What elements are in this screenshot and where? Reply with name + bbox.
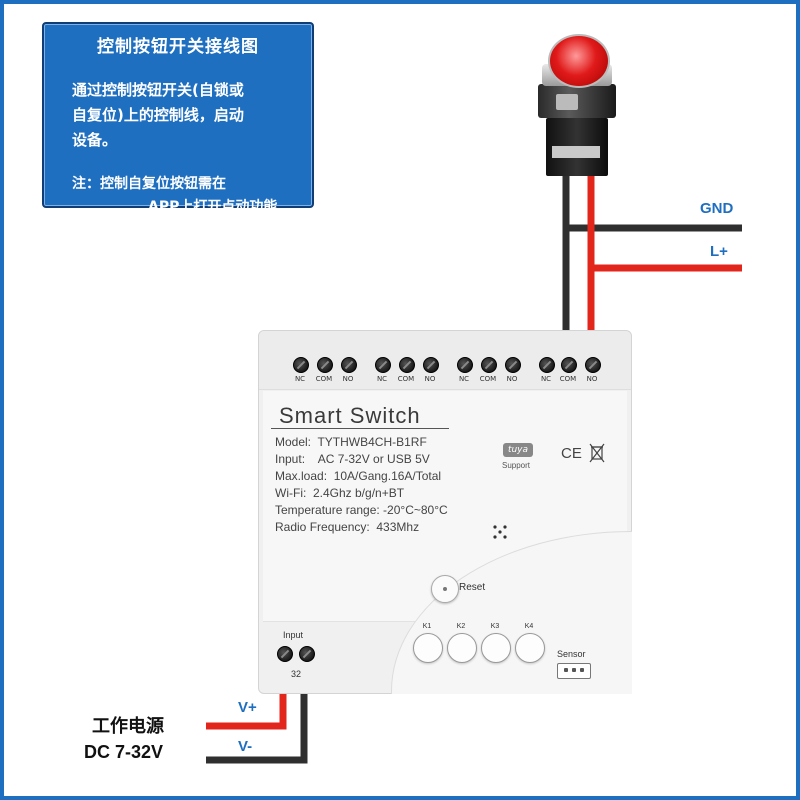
key-label: K3 (490, 623, 500, 630)
info-box-description: 通过控制按钮开关(自锁或 自复位)上的控制线，启动 设备。 (72, 78, 298, 153)
terminal-screw[interactable] (481, 357, 497, 373)
k1-button[interactable] (413, 633, 443, 663)
terminal-label: NO (424, 375, 436, 383)
tuya-logo: tuya (503, 443, 533, 457)
vminus-label: V- (238, 738, 253, 755)
power-supply-label: 工作电源 (92, 716, 164, 737)
terminal-label: NO (586, 375, 598, 383)
terminal-screw[interactable] (341, 357, 357, 373)
terminal-label: NO (342, 375, 354, 383)
terminal-screw[interactable] (317, 357, 333, 373)
reset-label: Reset (459, 582, 486, 593)
terminal-screw[interactable] (293, 357, 309, 373)
title-underline (271, 428, 449, 429)
input-screw-negative[interactable] (299, 646, 315, 662)
info-note-line-2: APP上打开点动功能 (148, 199, 278, 215)
lplus-label: L+ (710, 243, 728, 260)
info-desc-line-1: 通过控制按钮开关(自锁或 (72, 81, 244, 99)
terminal-label: NO (506, 375, 518, 383)
terminal-screw[interactable] (561, 357, 577, 373)
info-desc-line-2: 自复位)上的控制线，启动 (72, 106, 244, 124)
spec-model: Model: TYTHWB4CH-B1RF (275, 435, 427, 449)
smart-switch-device: NC COM NO NC COM NO NC COM NO NC COM NO … (258, 330, 632, 694)
spec-temperature: Temperature range: -20°C~80°C (275, 503, 448, 517)
terminal-screw[interactable] (457, 357, 473, 373)
sensor-port[interactable] (557, 663, 591, 679)
vplus-label: V+ (238, 699, 257, 716)
k2-button[interactable] (447, 633, 477, 663)
device-title: Smart Switch (279, 403, 421, 428)
contact-block-plate (552, 146, 600, 158)
ir-sensor-icon (493, 525, 507, 539)
input-label: Input (283, 630, 304, 640)
push-button-nut (556, 94, 578, 110)
terminal-label: COM (559, 375, 577, 383)
spec-radio-frequency: Radio Frequency: 433Mhz (275, 520, 420, 534)
input-voltage-label: 32 (291, 669, 302, 679)
wiring-info-box: 控制按钮开关接线图 通过控制按钮开关(自锁或 自复位)上的控制线，启动 设备。 … (42, 22, 314, 215)
terminal-screw[interactable] (539, 357, 555, 373)
key-label: K2 (456, 623, 466, 630)
terminal-label: COM (397, 375, 415, 383)
ce-mark: CE (561, 445, 582, 462)
terminal-label: NC (458, 375, 470, 383)
terminal-label: NC (540, 375, 552, 383)
terminal-screw[interactable] (375, 357, 391, 373)
input-screw-positive[interactable] (277, 646, 293, 662)
terminal-screw[interactable] (399, 357, 415, 373)
tuya-support-label: Support (502, 461, 531, 470)
push-button-contact-block (546, 118, 608, 176)
info-note-line-1: 注：控制自复位按钮需在 (72, 176, 226, 192)
key-label: K4 (524, 623, 534, 630)
power-voltage-label: DC 7-32V (84, 742, 164, 762)
k3-button[interactable] (481, 633, 511, 663)
terminal-label: NC (294, 375, 306, 383)
weee-icon (589, 443, 605, 463)
gnd-label: GND (700, 200, 734, 217)
spec-wifi: Wi-Fi: 2.4Ghz b/g/n+BT (275, 486, 405, 500)
spec-max-load: Max.load: 10A/Gang.16A/Total (275, 469, 442, 483)
terminal-screw[interactable] (423, 357, 439, 373)
spec-input: Input: AC 7-32V or USB 5V (275, 452, 430, 466)
terminal-screw[interactable] (505, 357, 521, 373)
info-box-title: 控制按钮开关接线图 (97, 37, 259, 57)
terminal-label: NC (376, 375, 388, 383)
k4-button[interactable] (515, 633, 545, 663)
sensor-label: Sensor (557, 649, 586, 659)
terminal-screw[interactable] (585, 357, 601, 373)
terminal-label: COM (315, 375, 333, 383)
push-button-cap (548, 34, 610, 88)
terminal-label: COM (479, 375, 497, 383)
key-label: K1 (422, 623, 432, 630)
reset-button[interactable] (431, 575, 459, 603)
info-desc-line-3: 设备。 (72, 131, 118, 149)
